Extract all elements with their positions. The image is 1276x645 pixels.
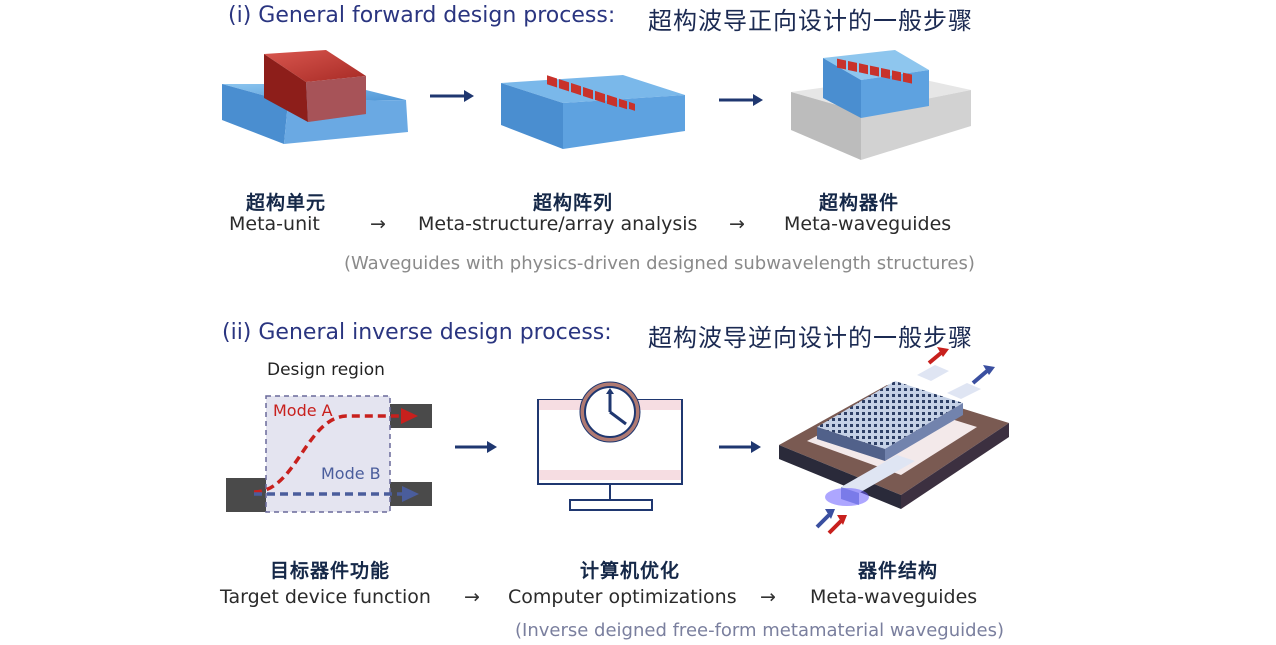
design-region-diagram	[226, 395, 432, 513]
inverse-title-en: (ii) General inverse design process:	[222, 320, 612, 345]
design-region-label: Design region	[267, 360, 385, 380]
forward-note: (Waveguides with physics-driven designed…	[344, 253, 975, 274]
meta-structure-illustration	[501, 75, 685, 149]
inverse-arrow-2	[719, 441, 761, 453]
inverse-text-arrow-1: →	[464, 586, 480, 608]
forward-step-1-en: Meta-unit	[229, 213, 320, 235]
forward-step-3-en: Meta-waveguides	[784, 213, 952, 235]
forward-title-en: (i) General forward design process:	[228, 3, 616, 28]
mode-b-label: Mode B	[321, 464, 381, 483]
inverse-step-3-cn: 器件结构	[858, 560, 939, 582]
meta-unit-illustration	[222, 50, 408, 144]
inverse-note: (Inverse deigned free-form metamaterial …	[515, 620, 1005, 641]
forward-step-2-en: Meta-structure/array analysis	[418, 213, 698, 235]
forward-arrow-2	[719, 94, 763, 106]
forward-step-3-cn: 超构器件	[819, 192, 900, 214]
forward-arrow-1	[430, 90, 474, 102]
inverse-step-1-cn: 目标器件功能	[270, 560, 391, 582]
mode-a-label: Mode A	[273, 401, 333, 420]
clock-icon	[579, 381, 641, 443]
inverse-arrow-1	[455, 441, 497, 453]
inverse-text-arrow-2: →	[760, 586, 776, 608]
inverse-title-cn: 超构波导逆向设计的一般步骤	[648, 324, 973, 352]
inverse-step-3-en: Meta-waveguides	[810, 586, 978, 608]
forward-text-arrow-1: →	[370, 213, 386, 235]
inverse-step-2-en: Computer optimizations	[508, 586, 737, 608]
meta-waveguide-illustration	[791, 50, 971, 160]
computer-icon	[537, 381, 683, 511]
forward-text-arrow-2: →	[729, 213, 745, 235]
forward-step-2-cn: 超构阵列	[533, 192, 614, 214]
forward-title-cn: 超构波导正向设计的一般步骤	[648, 7, 973, 35]
inverse-step-2-cn: 计算机优化	[580, 560, 681, 582]
inverse-step-1-en: Target device function	[220, 586, 431, 608]
forward-step-1-cn: 超构单元	[246, 192, 327, 214]
free-form-waveguide-illustration	[779, 347, 1009, 535]
